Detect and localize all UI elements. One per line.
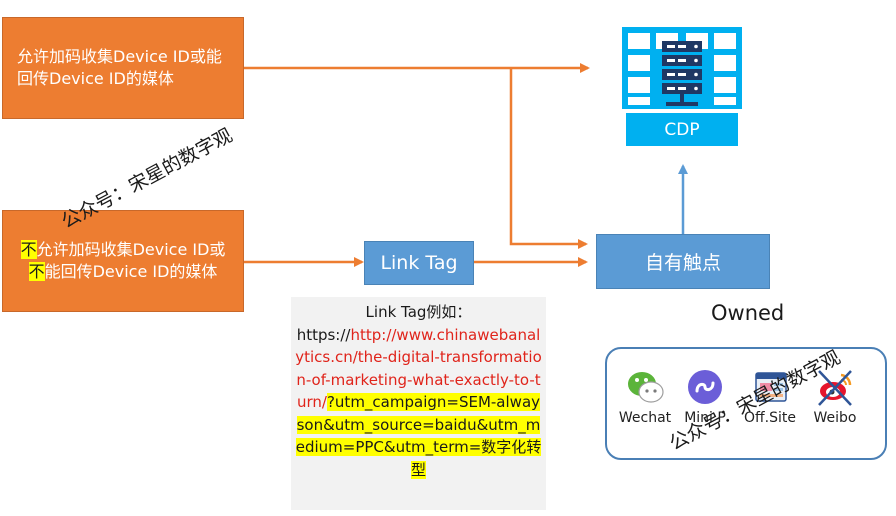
channel-weibo-label: Weibo [813, 410, 857, 426]
example-url-link: http://www.chinawebanalytics.cn/the-digi… [295, 325, 542, 412]
highlight-not-2: 不 [28, 262, 45, 281]
example-heading: Link Tag例如： [365, 303, 472, 321]
source-allow-device-id-text: 允许加码收集Device ID或能回传Device ID的媒体 [17, 47, 222, 88]
wechat-icon [628, 372, 664, 403]
link-tag-node: Link Tag [364, 241, 474, 285]
source-disallow-device-id: 不允许加码收集Device ID或不能回传Device ID的媒体 [2, 210, 244, 312]
channel-wechat: Wechat [613, 367, 677, 426]
channel-mini-program-label: Mini P [684, 410, 726, 426]
mini-program-icon [688, 370, 722, 404]
cdp-server-icon [622, 27, 742, 109]
cdp-label: CDP [626, 113, 738, 146]
channel-mini-program: Mini P [673, 367, 737, 426]
channel-official-site: Off.Site [738, 367, 802, 426]
channel-official-site-label: Off.Site [744, 410, 796, 426]
source-disallow-device-id-text: 不允许加码收集Device ID或不能回传Device ID的媒体 [20, 240, 226, 281]
link-tag-label: Link Tag [380, 252, 458, 274]
example-url-prefix: https:// [296, 325, 351, 344]
highlight-not-1: 不 [20, 240, 37, 259]
weibo-icon [818, 370, 852, 406]
channel-wechat-label: Wechat [618, 410, 672, 426]
owned-channels-panel: Wechat Mini P Off.Site Weibo [605, 347, 887, 460]
owned-title: Owned [711, 301, 785, 325]
owned-touchpoint-node: 自有触点 [596, 234, 770, 289]
owned-touchpoint-label: 自有触点 [644, 252, 721, 274]
official-site-icon [755, 372, 787, 402]
channel-weibo: Weibo [803, 367, 867, 426]
example-url: https://http://www.chinawebanalytics.cn/… [295, 324, 542, 482]
source-allow-device-id: 允许加码收集Device ID或能回传Device ID的媒体 [2, 17, 244, 119]
example-url-query: ?utm_campaign=SEM-alwayson&utm_source=ba… [295, 393, 542, 479]
branch-to-owned-touchpoint [509, 68, 588, 249]
link-tag-example-note: Link Tag例如： https://http://www.chinaweba… [291, 297, 546, 510]
